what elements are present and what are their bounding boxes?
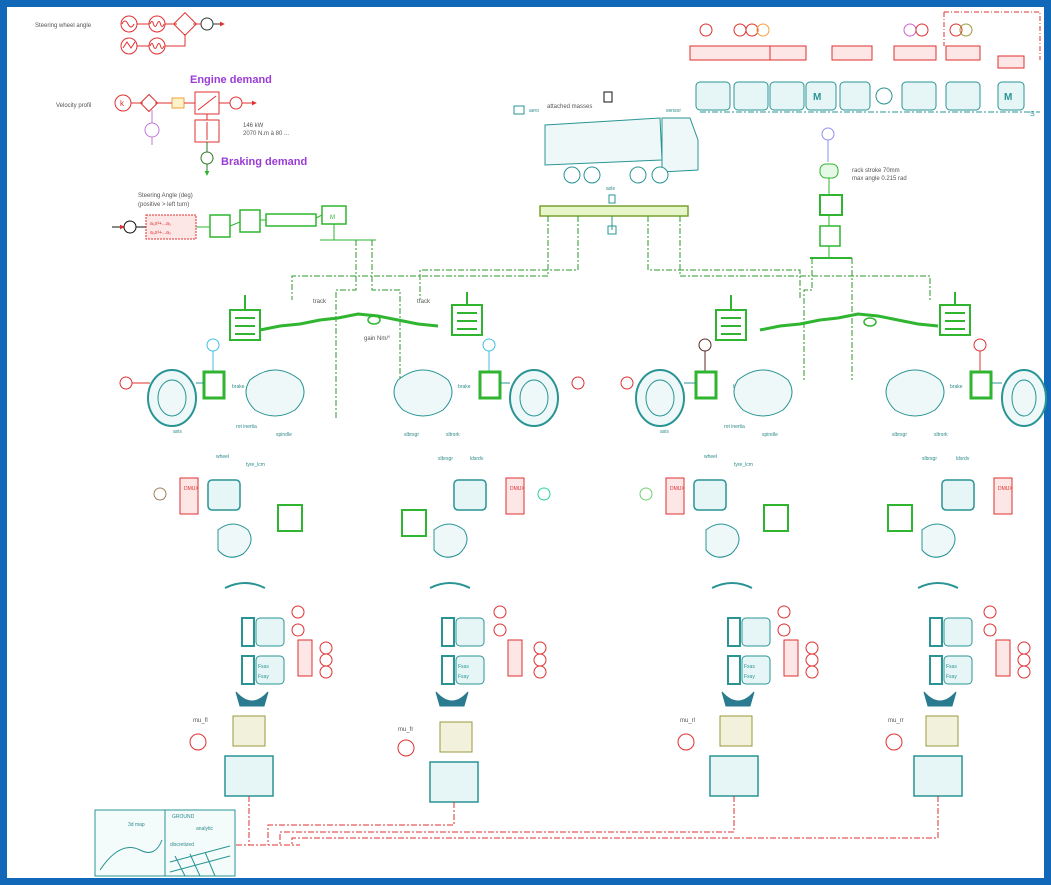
steering-wheel-block[interactable]: Steering wheel angle [35,13,224,54]
attached-masses-label: attached masses [547,104,592,110]
corner-chain-rr[interactable]: DMUX Fxas Fxay mu_rr [886,478,1030,796]
engine-demand-label: Engine demand [190,74,272,86]
wheel-label-fl: wheel [216,454,229,460]
steering-input-block[interactable]: Steering Angle (deg) (positive > left tu… [112,193,376,240]
velocity-profil-label: Velocity profil [56,103,91,109]
fxas-fl: Fxas [258,664,269,670]
edge-s-label: S [1030,111,1035,118]
dmux-rr: DMUX [998,486,1013,492]
svg-text:a₀x³+...a₃: a₀x³+...a₃ [150,230,171,236]
ldsrdv-label-fr: ldsrdv [470,456,484,462]
axle-label: axle [606,186,615,192]
brake-inputs[interactable]: brake brake brake brake [204,339,991,398]
track-right-label: track [417,299,431,305]
dmux-fl: DMUX [184,486,199,492]
fxay-rr: Fxay [946,674,957,680]
bigsteer2-label-rr: slbrsgr [922,456,937,462]
steering-angle-label-1: Steering Angle (deg) [138,193,193,199]
max-angle-label: max angle 0.215 rad [852,176,907,182]
ground-links [236,796,938,845]
corner-chain-fl[interactable]: DMUX Fxas Fxay mu_fl [154,478,332,796]
rear-steering-linkage[interactable] [760,314,938,330]
corner-chain-rl[interactable]: DMUX Fxas Fxay mu_rl [640,478,818,796]
hub-assemblies[interactable] [246,370,944,416]
fxay-fr: Fxay [458,674,469,680]
ground-block[interactable]: GROUND 3d map analytic discretized [95,810,235,876]
dmux-fr: DMUX [510,486,525,492]
sltrork-label-fr: sltrork [446,432,460,438]
tyre-label-fl: tyre_lcm [246,462,265,468]
axis-label-fl: axis [173,429,182,435]
mu-fl-label: mu_fl [193,718,208,724]
discretized-label: discretized [170,842,194,848]
mu-rr-label: mu_rr [888,718,904,724]
gain-label: gain Nm/° [364,336,391,342]
rack-block[interactable]: rack stroke 70mm max angle 0.215 rad [810,128,907,258]
spindle-label-rl: spindle [762,432,778,438]
steering-wheel-angle-label: Steering wheel angle [35,23,92,29]
velocity-profile-block[interactable]: Velocity profil k Engine demand Braking … [56,74,307,175]
tyre-label-rl: tyre_lcm [734,462,753,468]
brake-label-fl: brake [232,384,245,390]
fxas-rl: Fxas [744,664,755,670]
spindle-label-fl: spindle [276,432,292,438]
svg-text:M: M [813,92,821,103]
fxay-rl: Fxay [744,674,755,680]
mu-rl-label: mu_rl [680,718,695,724]
steering-angle-label-2: (positive > left turn) [138,202,189,208]
brake-label-rr: brake [950,384,963,390]
track-left-label: track [313,299,327,305]
svg-text:k: k [120,99,125,108]
sensor-chain[interactable]: M M S [690,12,1040,118]
fxas-rr: Fxas [946,664,957,670]
rot-inertia-label-rl: rot inertia [724,424,745,430]
wheel-label-rl: wheel [704,454,717,460]
ground-label: GROUND [172,814,195,820]
sensor-label: sensor [666,108,681,114]
sltrork-label-rr: sltrork [934,432,948,438]
analytic-label: analytic [196,826,213,832]
svg-text:M: M [1004,92,1012,103]
bigsteer-label-fr: slbrsgr [404,432,419,438]
rack-stroke-label: rack stroke 70mm [852,168,900,174]
rot-inertia-label-fl: rot inertia [236,424,257,430]
front-steering-linkage[interactable]: track track gain Nm/° [260,299,438,342]
truck-chassis[interactable]: attached masses aero sensor axle [514,92,698,234]
bigsteer-label-rr: slbrsgr [892,432,907,438]
brake-label-fr: brake [458,384,471,390]
mu-fr-label: mu_fr [398,727,413,733]
fxay-fl: Fxay [258,674,269,680]
axis-label-rl: axis [660,429,669,435]
engine-torque-label: 2070 N.m à 80 ... [243,131,289,137]
bigsteer2-label-fr: slbrsgr [438,456,453,462]
ldsrdv-label-rr: ldsrdv [956,456,970,462]
hub-labels: axis rot inertia spindle wheel tyre_lcm … [173,424,970,468]
svg-text:a₀x³+...a₃: a₀x³+...a₃ [150,221,171,227]
svg-text:M: M [330,215,335,221]
corner-chain-fr[interactable]: DMUX Fxas Fxay mu_fr [398,478,550,802]
aero-label: aero [529,108,539,114]
dmux-rl: DMUX [670,486,685,492]
map3d-label: 3d map [128,822,145,828]
engine-power-label: 146 kW [243,123,264,129]
braking-demand-label: Braking demand [221,156,307,168]
fxas-fr: Fxas [458,664,469,670]
